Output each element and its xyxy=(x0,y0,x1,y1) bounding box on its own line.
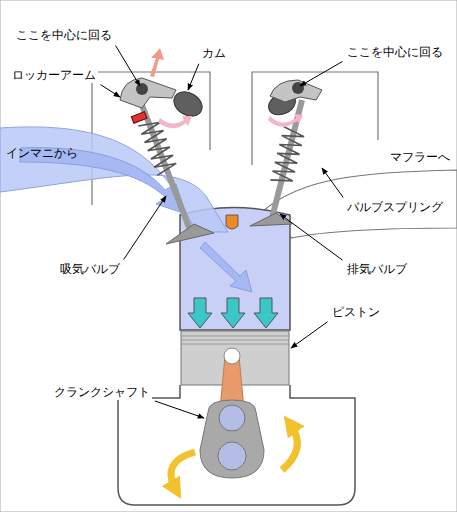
crankcase xyxy=(118,385,355,505)
rocker-arm xyxy=(270,80,322,102)
cam-label: カム xyxy=(200,46,228,61)
rocker-pivot xyxy=(292,82,304,94)
leader-line xyxy=(155,401,204,418)
pivot-label: ここを中心に回る xyxy=(345,45,445,60)
crank-journal xyxy=(218,442,246,470)
head-outline xyxy=(252,72,378,165)
part-label: ピストン xyxy=(330,305,382,320)
leader-line xyxy=(188,64,199,90)
leader-line xyxy=(322,168,343,198)
part-label: 排気バルブ xyxy=(345,262,409,277)
down-arrow xyxy=(254,298,278,328)
rotation-arrow xyxy=(171,452,195,490)
leader-line xyxy=(101,85,120,97)
part-label: クランクシャフト xyxy=(52,385,152,400)
crank-pin xyxy=(219,405,245,431)
motion-arrow xyxy=(150,48,164,77)
part-label: ロッカーアーム xyxy=(10,68,98,83)
intake-flow-arrow xyxy=(200,242,252,292)
spark-plug xyxy=(226,215,238,229)
leader-line xyxy=(300,62,342,86)
leader-line xyxy=(280,214,343,260)
part-label: 吸気バルブ xyxy=(58,262,122,277)
leader-line xyxy=(116,46,140,86)
piston-pin xyxy=(224,348,240,364)
valve-springs xyxy=(138,122,304,181)
flow-label: マフラーへ xyxy=(388,150,452,165)
part-label: バルブスプリング xyxy=(345,200,445,215)
intake-valve-head xyxy=(166,224,214,244)
rotation-arrow xyxy=(282,424,297,470)
pivot-label: ここを中心に回る xyxy=(14,28,114,43)
cam-rotation-arrow xyxy=(268,114,303,127)
down-arrow xyxy=(221,298,245,328)
piston-rings xyxy=(181,336,289,344)
intake-port xyxy=(0,127,228,232)
flow-label: インマニから xyxy=(4,146,80,161)
valve-spring xyxy=(138,122,176,175)
piston-force-arrows xyxy=(188,298,278,328)
cam-rotation-arrow xyxy=(158,116,192,128)
valve-retainer xyxy=(131,112,147,124)
valve-spring xyxy=(270,127,304,181)
leader-line xyxy=(124,196,166,260)
down-arrow xyxy=(188,298,212,328)
leader-line xyxy=(291,322,328,348)
rocker-pivot xyxy=(136,83,148,95)
rocker-arm xyxy=(120,78,176,108)
crankshaft-web xyxy=(200,400,264,478)
exhaust-valve-head xyxy=(250,213,292,226)
